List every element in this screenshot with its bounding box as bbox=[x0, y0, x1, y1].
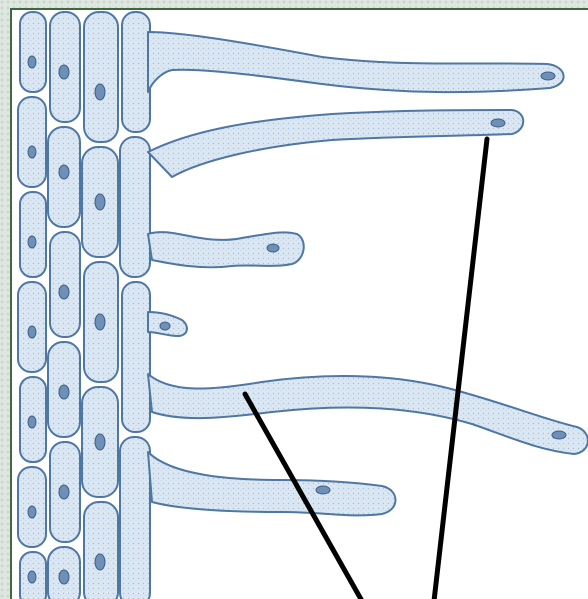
cell-columns bbox=[18, 12, 150, 599]
root-hair-diagram bbox=[12, 10, 588, 599]
label-pointer-lines bbox=[245, 139, 487, 599]
root-hairs bbox=[148, 32, 588, 515]
pointer-line-upper bbox=[434, 139, 487, 599]
figure-panel bbox=[10, 8, 588, 599]
